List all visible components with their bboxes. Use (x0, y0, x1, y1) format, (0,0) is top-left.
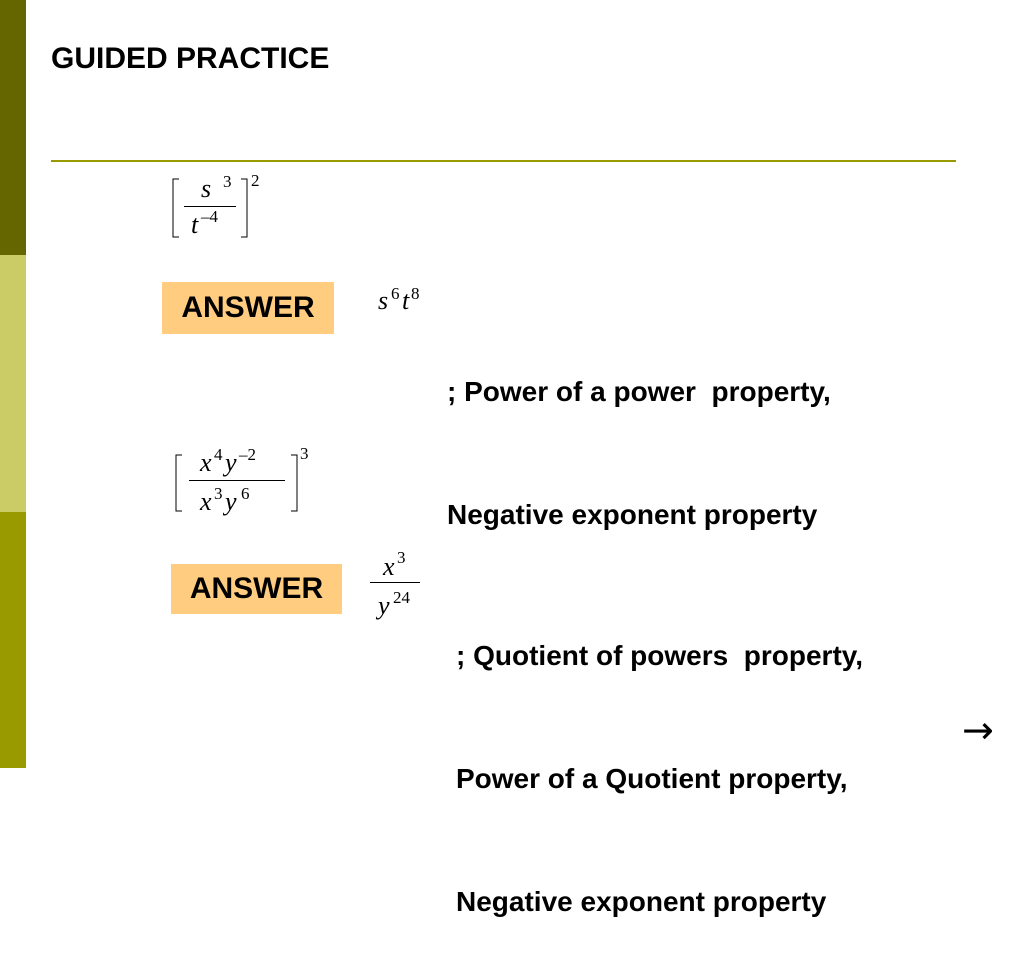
problem1-result: s 6 t 8 (378, 282, 438, 322)
problem2-num-exp1: 4 (214, 445, 223, 464)
problem2-expression: x 4 y –2 x 3 y 6 3 (170, 440, 320, 520)
problem1-reason-line1: ; Power of a power property, (447, 376, 831, 407)
problem1-den-exp: –4 (201, 207, 218, 226)
problem2-num-exp2: –2 (239, 445, 256, 464)
problem1-den-base: t (191, 210, 199, 239)
problem2-outer-exp: 3 (300, 444, 309, 463)
problem2-reason: ; Quotient of powers property, Power of … (456, 553, 863, 963)
problem2-reason-line1: ; Quotient of powers property, (456, 640, 864, 671)
problem2-num-base1: x (200, 448, 212, 477)
sidebar-band-top (0, 0, 26, 255)
problem2-den-exp2: 6 (241, 484, 250, 503)
problem1-result-base2: t (402, 286, 410, 315)
problem2-result-den-exp: 24 (393, 588, 410, 607)
problem2-num-base2: y (225, 448, 237, 477)
problem1-reason-line2: Negative exponent property (447, 499, 818, 530)
problem2-reason-line3: Negative exponent property (456, 886, 827, 917)
problem2-den-base1: x (200, 487, 212, 516)
problem1-num-exp: 3 (223, 172, 232, 191)
problem2-answer-label: ANSWER (171, 564, 342, 614)
problem2-den-exp1: 3 (214, 484, 223, 503)
slide-title: GUIDED PRACTICE (51, 42, 330, 75)
problem2-result-num-base: x (383, 552, 395, 581)
problem1-result-exp2: 8 (411, 284, 420, 303)
problem1-result-exp1: 6 (391, 284, 400, 303)
title-divider (51, 160, 956, 162)
right-arrow-icon[interactable]: → (962, 708, 994, 752)
problem1-brackets (172, 178, 248, 238)
problem2-fraction-bar (189, 480, 285, 481)
problem2-result-num-exp: 3 (397, 548, 406, 567)
problem2-result: x 3 y 24 (366, 545, 426, 625)
problem1-reason: ; Power of a power property, Negative ex… (447, 289, 831, 576)
problem1-num-base: s (201, 174, 212, 203)
problem1-answer-label: ANSWER (162, 282, 334, 334)
problem2-result-den-base: y (378, 591, 390, 620)
problem2-den-base2: y (225, 487, 237, 516)
sidebar-band-bottom (0, 512, 26, 768)
problem2-result-fraction-bar (370, 582, 420, 583)
problem1-fraction-bar (184, 206, 236, 207)
problem1-expression: s 3 t –4 2 (165, 168, 275, 243)
problem2-reason-line2: Power of a Quotient property, (456, 763, 848, 794)
sidebar-band-middle (0, 255, 26, 512)
problem2-brackets (175, 454, 298, 512)
problem1-result-base1: s (378, 286, 389, 315)
problem1-outer-exp: 2 (251, 171, 260, 190)
